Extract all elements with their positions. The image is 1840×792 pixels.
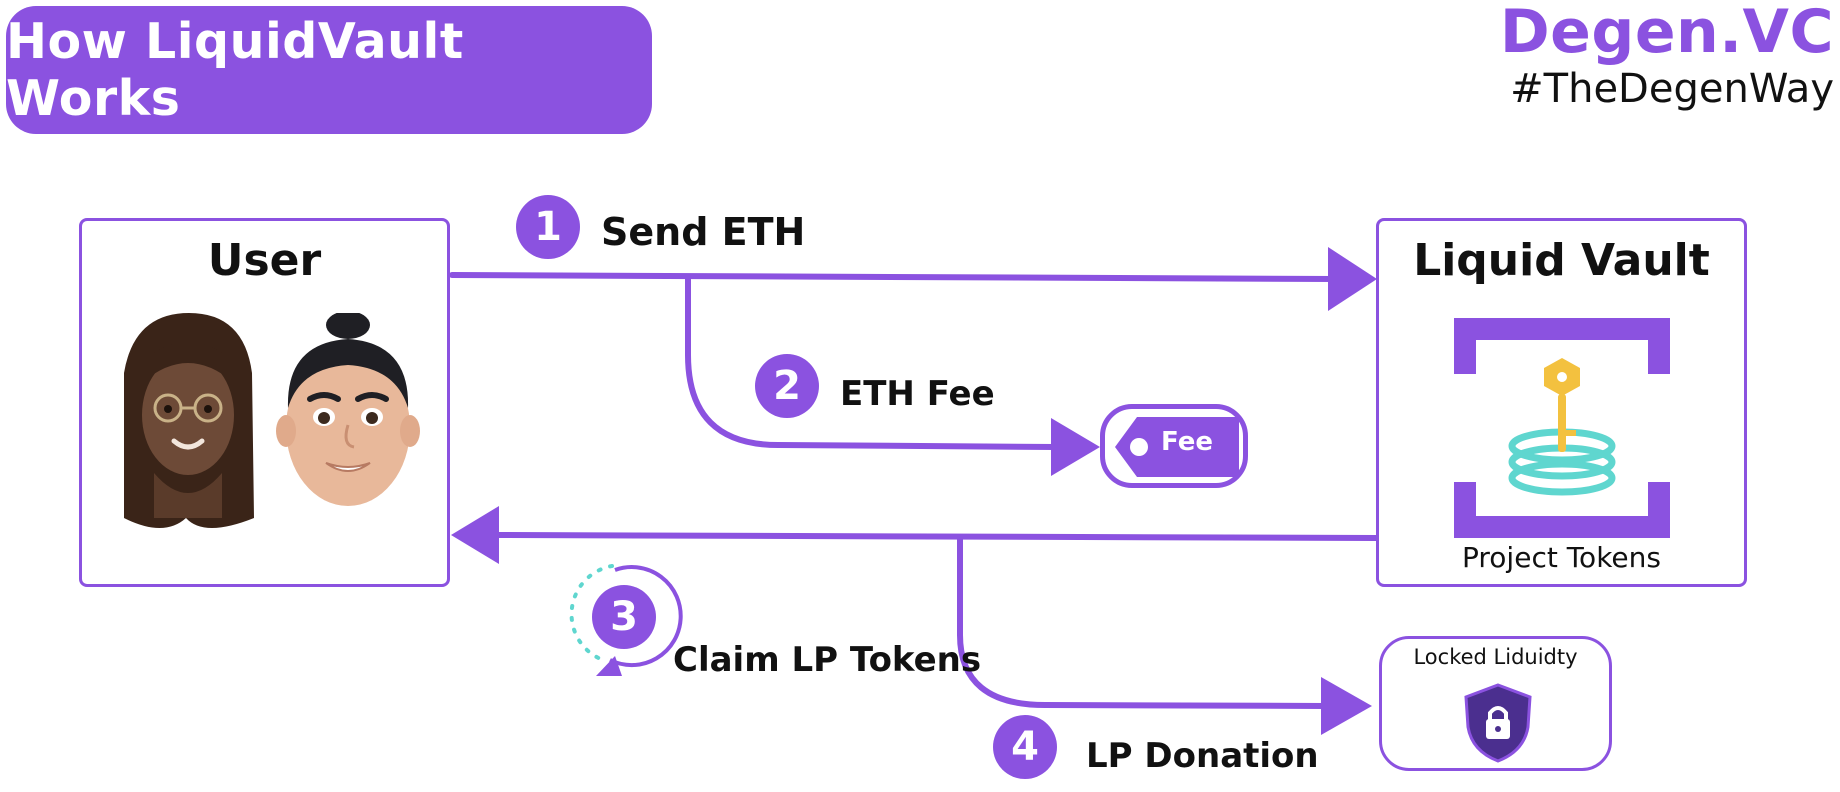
claim-lp-arrowhead [451, 506, 499, 564]
fee-tag-icon [1115, 417, 1239, 477]
step-4-label: LP Donation [1086, 736, 1319, 776]
brand-name: Degen.VC [1499, 0, 1834, 67]
eth-fee-arrow [685, 275, 1058, 450]
step-1-label: Send ETH [601, 210, 806, 254]
lp-donation-arrow [957, 535, 1328, 709]
locked-liquidity-node: Locked Liduidty [1379, 636, 1612, 771]
shield-lock-icon [1464, 683, 1532, 763]
eth-fee-arrowhead [1051, 418, 1100, 476]
send-eth-arrow [449, 272, 1338, 282]
user-avatar-man-icon [276, 313, 420, 506]
send-eth-arrowhead [1328, 247, 1377, 311]
vault-bracket-icon [1454, 318, 1670, 538]
locked-liquidity-label: Locked Liduidty [1413, 645, 1578, 669]
lp-donation-arrowhead [1321, 677, 1372, 735]
key-icon [1544, 358, 1580, 452]
step-1-badge: 1 [516, 195, 580, 259]
user-avatar-woman-icon [124, 313, 254, 528]
step-3-badge: 3 [592, 585, 656, 649]
user-avatars [124, 313, 420, 528]
page-title: How LiquidVault Works [6, 13, 464, 127]
brand-tagline: #TheDegenWay [1510, 66, 1834, 112]
user-title: User [207, 235, 322, 286]
vault-graphic [1454, 318, 1670, 538]
title-banner: How LiquidVault Works [6, 6, 652, 134]
vault-title: Liquid Vault [1413, 235, 1710, 286]
fee-tag-label: Fee [1161, 427, 1213, 457]
claim-lp-arrow [492, 532, 1379, 541]
step-4-badge: 4 [993, 715, 1057, 779]
user-node: User [79, 218, 450, 587]
vault-node: Liquid Vault Project Tokens [1376, 218, 1747, 587]
fee-node: Fee [1100, 404, 1248, 488]
brand-block: Degen.VC #TheDegenWay [1500, 0, 1834, 112]
refresh-arrow-icon [569, 564, 683, 676]
step-2-badge: 2 [755, 354, 819, 418]
vault-caption: Project Tokens [1462, 541, 1661, 574]
step-2-label: ETH Fee [840, 374, 995, 414]
step-3-label: Claim LP Tokens [673, 640, 982, 680]
